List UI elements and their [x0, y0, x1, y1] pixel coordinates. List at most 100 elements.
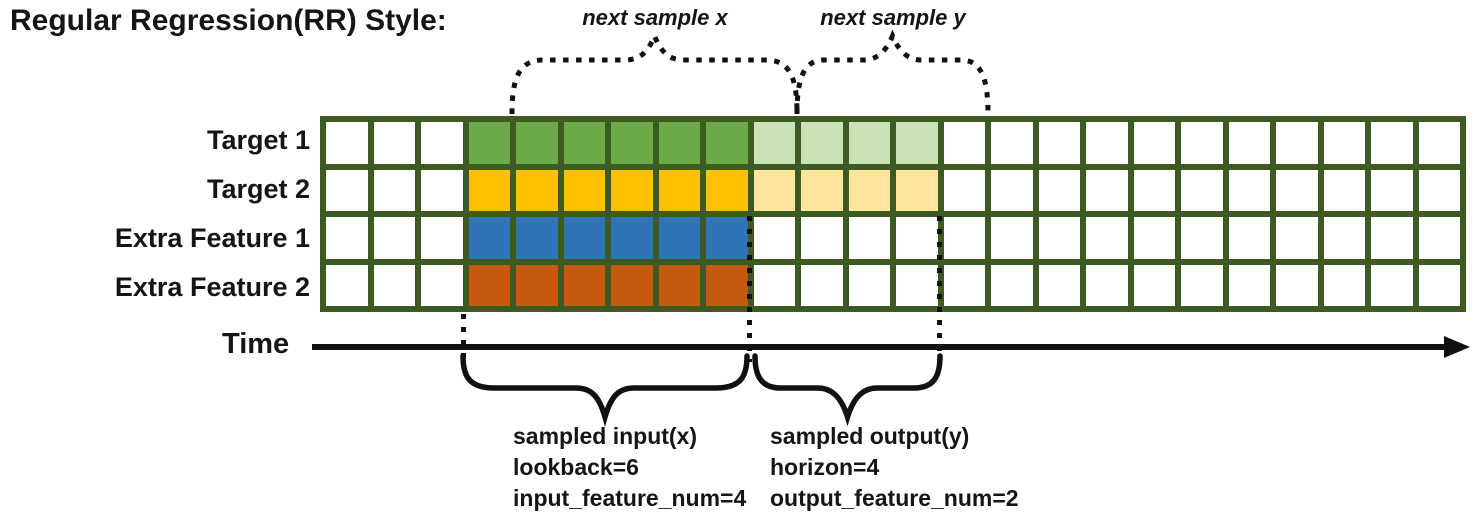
grid-cell	[326, 122, 368, 164]
grid-cell	[1038, 264, 1080, 306]
grid-cell	[943, 122, 985, 164]
grid-cell	[1323, 264, 1365, 306]
grid-cell	[801, 122, 843, 164]
grid-cell	[1181, 169, 1223, 211]
grid-cell	[516, 169, 558, 211]
grid-cell	[801, 217, 843, 259]
input-feature-num-line: input_feature_num=4	[513, 485, 747, 511]
grid-cell	[1086, 264, 1128, 306]
grid-cell	[706, 122, 748, 164]
row-label-target-2: Target 2	[206, 174, 310, 204]
sampled-output-brace	[752, 353, 943, 427]
grid-cell	[991, 122, 1033, 164]
sampled-output-annotation: sampled output(y) horizon=4 output_featu…	[770, 421, 1019, 514]
sampled-input-line: sampled input(x)	[513, 423, 698, 449]
grid-cell	[848, 169, 890, 211]
grid-cell	[706, 169, 748, 211]
row-label-extra-feature-1: Extra Feature 1	[114, 223, 310, 253]
grid-cell	[1276, 217, 1318, 259]
grid-cell	[563, 122, 605, 164]
horizon-line: horizon=4	[770, 454, 880, 480]
row-label-target-1: Target 1	[206, 125, 310, 155]
grid-cell	[1418, 169, 1460, 211]
grid-cell	[848, 217, 890, 259]
grid-cell	[991, 169, 1033, 211]
grid-cell	[1086, 169, 1128, 211]
next-sample-y-brace	[794, 29, 991, 115]
grid-cell	[421, 217, 463, 259]
solid-braces	[460, 353, 943, 428]
grid-cell	[753, 264, 795, 306]
grid-cell	[1038, 169, 1080, 211]
grid-cell	[1371, 217, 1413, 259]
grid-cell	[1181, 264, 1223, 306]
grid-cell	[611, 217, 653, 259]
grid-cell	[373, 169, 415, 211]
grid-cell	[1038, 217, 1080, 259]
grid-cell	[1086, 122, 1128, 164]
grid-cell	[611, 122, 653, 164]
grid-cell	[326, 217, 368, 259]
grid-cell	[1228, 264, 1270, 306]
grid-cell	[1418, 264, 1460, 306]
sampled-output-line: sampled output(y)	[770, 423, 970, 449]
grid-cell	[896, 264, 938, 306]
grid-cell	[373, 217, 415, 259]
grid	[320, 116, 1466, 312]
grid-cell	[658, 169, 700, 211]
grid-cell	[658, 217, 700, 259]
grid-cell	[991, 217, 1033, 259]
grid-cell	[421, 122, 463, 164]
grid-cell	[373, 264, 415, 306]
grid-cell	[848, 264, 890, 306]
grid-cell	[896, 169, 938, 211]
sampled-input-brace	[460, 353, 750, 428]
grid-cell	[1371, 169, 1413, 211]
grid-cell	[848, 122, 890, 164]
grid-cell	[1276, 264, 1318, 306]
grid-cell	[1418, 122, 1460, 164]
grid-cell	[1133, 217, 1175, 259]
grid-cell	[991, 264, 1033, 306]
lookback-line: lookback=6	[513, 454, 639, 480]
grid-cell	[326, 264, 368, 306]
grid-cell	[1038, 122, 1080, 164]
grid-cell	[421, 264, 463, 306]
next-sample-y-label: next sample y	[820, 5, 966, 30]
grid-cell	[943, 169, 985, 211]
grid-cell	[1323, 217, 1365, 259]
sampled-input-annotation: sampled input(x) lookback=6 input_featur…	[513, 421, 746, 514]
grid-cell	[1228, 217, 1270, 259]
grid-cell	[1276, 122, 1318, 164]
grid-cell	[1228, 122, 1270, 164]
grid-cell	[421, 169, 463, 211]
grid-cell	[516, 217, 558, 259]
grid-cell	[1133, 264, 1175, 306]
next-sample-x-brace	[509, 29, 800, 115]
grid-cell	[468, 264, 510, 306]
grid-cell	[943, 264, 985, 306]
page-title: Regular Regression(RR) Style:	[10, 4, 447, 37]
grid-cell	[1276, 169, 1318, 211]
grid-cell	[896, 122, 938, 164]
grid-cell	[563, 217, 605, 259]
grid-cell	[658, 122, 700, 164]
output-feature-num-line: output_feature_num=2	[770, 485, 1019, 511]
grid-cell	[801, 169, 843, 211]
grid-cell	[563, 169, 605, 211]
grid-cell	[753, 217, 795, 259]
grid-cell	[1323, 169, 1365, 211]
grid-cell	[1323, 122, 1365, 164]
grid-cell	[1418, 217, 1460, 259]
grid-cell	[1371, 122, 1413, 164]
grid-cell	[1228, 169, 1270, 211]
next-sample-x-label: next sample x	[582, 5, 728, 30]
time-arrow	[312, 336, 1470, 358]
grid-cell	[1181, 122, 1223, 164]
grid-cell	[516, 122, 558, 164]
grid-cell	[753, 122, 795, 164]
grid-cell	[468, 217, 510, 259]
grid-cell	[658, 264, 700, 306]
grid-cell	[1086, 217, 1128, 259]
